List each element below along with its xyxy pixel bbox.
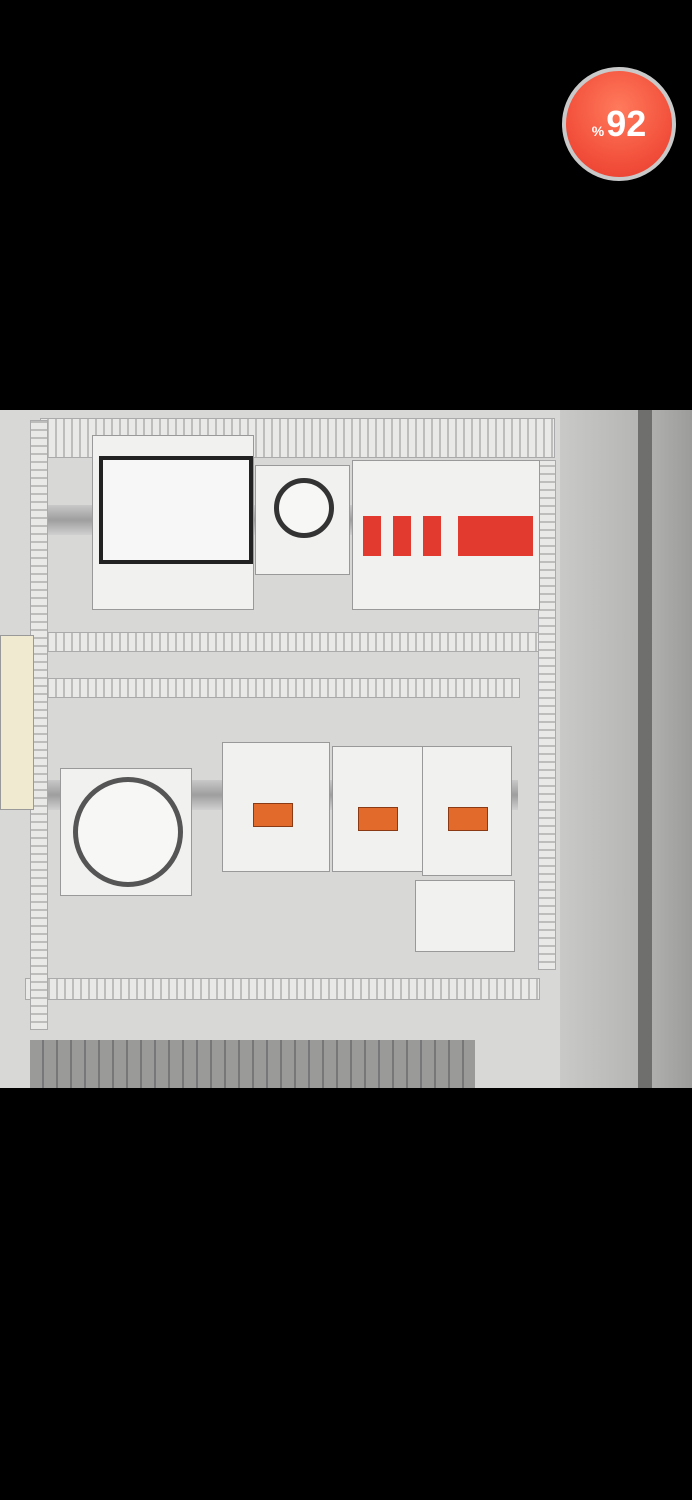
cabinet-door	[560, 410, 692, 1088]
contactor-1	[222, 742, 330, 872]
time-switch	[60, 768, 192, 896]
score-value: 92	[606, 103, 647, 144]
cable-duct-middle-1	[40, 632, 540, 652]
score-badge[interactable]: % 92	[562, 67, 676, 181]
percent-symbol: %	[591, 123, 605, 139]
cable-duct-bottom	[25, 978, 540, 1000]
cable-duct-middle-2	[40, 678, 520, 698]
terminal-block	[30, 1040, 475, 1088]
socket-box	[0, 635, 34, 810]
overload-relay	[415, 880, 515, 952]
door-edge	[638, 410, 652, 1088]
contactor-3	[422, 746, 512, 876]
circuit-breakers	[352, 460, 540, 610]
timer-relay	[255, 465, 350, 575]
cable-duct-right	[538, 460, 556, 970]
panel-photo	[0, 410, 692, 1088]
phase-relay	[92, 435, 254, 610]
cable-duct-left	[30, 420, 48, 1030]
contactor-2	[332, 746, 424, 872]
